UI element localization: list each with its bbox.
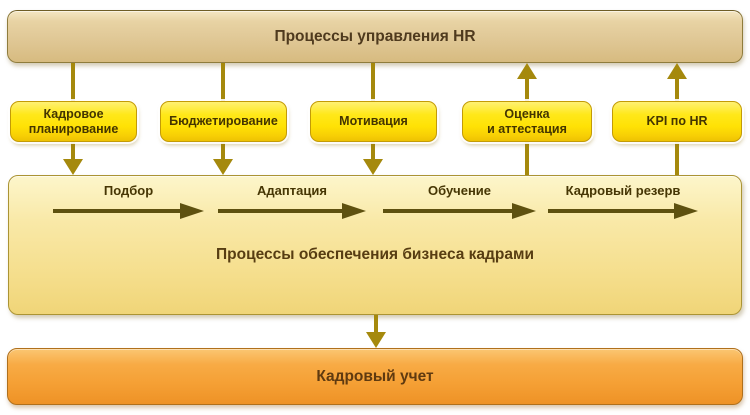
staffing-box-title: Процессы обеспечения бизнеса кадрами — [216, 246, 534, 263]
hr-box-assessment: Оценка и аттестация — [462, 101, 592, 142]
right-arrow-icon — [218, 203, 366, 219]
up-arrow-icon — [517, 63, 537, 79]
down-arrow-icon — [63, 159, 83, 175]
personnel-records-bar-label: Кадровый учет — [316, 367, 434, 385]
up-arrow-icon — [667, 63, 687, 79]
down-arrow-icon — [363, 159, 383, 175]
hr-box-label: Бюджетирование — [169, 114, 278, 129]
stage-training: Обучение — [383, 183, 536, 219]
hr-box-motivation: Мотивация — [310, 101, 437, 142]
hr-box-label: KPI по HR — [646, 114, 708, 129]
down-arrow-icon — [366, 332, 386, 348]
down-arrow-icon — [213, 159, 233, 175]
hr-box-label: Кадровое планирование — [28, 106, 119, 136]
hr-box-label: Мотивация — [339, 114, 408, 129]
stage-label: Обучение — [427, 183, 492, 198]
stage-adaptation: Адаптация — [218, 183, 366, 219]
stage-label: Адаптация — [257, 183, 327, 198]
stage-recruitment: Подбор — [53, 183, 204, 219]
right-arrow-icon — [548, 203, 698, 219]
hr-management-bar-label: Процессы управления HR — [274, 27, 476, 45]
hr-box-label: Оценка и аттестация — [487, 106, 567, 136]
connector-line-bottom — [374, 315, 378, 333]
hr-box-personnel-planning: Кадровое планирование — [10, 101, 137, 142]
personnel-records-bar: Кадровый учет — [7, 348, 743, 405]
stage-label: Кадровый резерв — [565, 183, 681, 198]
hr-box-kpi: KPI по HR — [612, 101, 742, 142]
stage-talent-pool: Кадровый резерв — [548, 183, 698, 219]
stage-label: Подбор — [103, 183, 154, 198]
right-arrow-icon — [383, 203, 536, 219]
right-arrow-icon — [53, 203, 204, 219]
staffing-processes-box: Подбор Адаптация Обучение Кадровый резер… — [8, 175, 742, 315]
hr-management-bar: Процессы управления HR — [7, 10, 743, 63]
hr-box-budgeting: Бюджетирование — [160, 101, 287, 142]
